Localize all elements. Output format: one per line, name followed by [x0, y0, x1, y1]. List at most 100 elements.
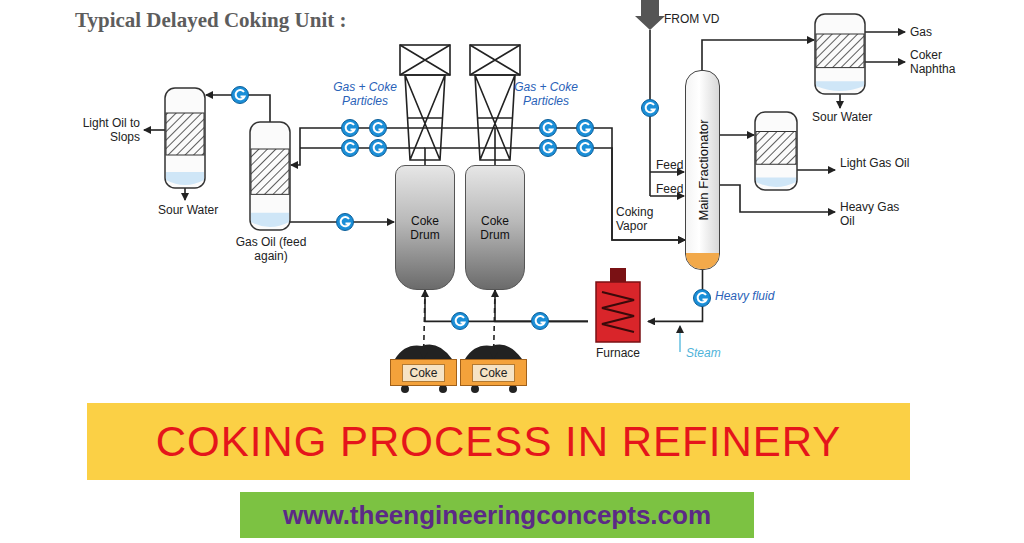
- separator-vessel: [250, 122, 290, 230]
- stream-label: Steam: [686, 346, 736, 360]
- packing-bed: [251, 149, 289, 194]
- stream-label: Light Oil to Slops: [62, 116, 140, 144]
- stream-label: Gas Oil (feed again): [226, 235, 316, 263]
- furnace-coil: [602, 292, 634, 332]
- overhead-line: [291, 128, 495, 165]
- node-text: COKING PROCESS IN REFINERY: [156, 418, 842, 466]
- icon-disc: [532, 313, 549, 330]
- coke-cart: Coke: [390, 359, 457, 386]
- stream-label: Feed: [656, 158, 686, 172]
- derrick: [400, 45, 450, 160]
- icon-disc: [540, 140, 557, 157]
- stream-label: Gas: [910, 25, 950, 39]
- icon-mark: [581, 143, 590, 152]
- pipe: [144, 129, 165, 131]
- g-icon: [337, 214, 354, 231]
- coke-drum: Coke Drum: [395, 165, 455, 290]
- stream-label: Gas + Coke Particles: [503, 80, 589, 108]
- furnace: Furnace: [588, 268, 648, 365]
- node-text: Coke: [402, 364, 444, 382]
- icon-disc: [370, 120, 387, 137]
- icon-mark: [341, 217, 350, 226]
- water-layer: [816, 81, 864, 91]
- node-text: Coke Drum: [400, 214, 450, 242]
- stream-label: Gas + Coke Particles: [322, 80, 408, 108]
- icon-mark: [544, 143, 553, 152]
- feed-arrow: [635, 0, 665, 30]
- icon-disc: [577, 120, 594, 137]
- pipe: [184, 188, 186, 200]
- g-icon: [577, 120, 594, 137]
- g-icon: [540, 120, 557, 137]
- furnace-body: [596, 282, 640, 342]
- water-layer: [166, 172, 204, 185]
- icon-disc: [342, 120, 359, 137]
- packing-bed: [816, 34, 864, 68]
- overhead-line: [300, 147, 425, 149]
- node-text: www.theengineeringconcepts.com: [283, 500, 711, 531]
- stream-label: Coker Naphtha: [910, 48, 980, 76]
- g-icon: [532, 313, 549, 330]
- wheel: [509, 385, 517, 393]
- pipe: [865, 61, 905, 63]
- edge-label: Heavy fluid: [715, 289, 795, 303]
- icon-disc: [540, 120, 557, 137]
- stream-label: Sour Water: [812, 110, 882, 124]
- pipe: [720, 134, 754, 136]
- g-icon: [642, 100, 659, 117]
- icon-disc: [694, 290, 711, 307]
- stream-label: Heavy Gas Oil: [840, 200, 910, 228]
- fractionator-column: Main Fractionator: [685, 70, 720, 270]
- icon-disc: [337, 214, 354, 231]
- g-icon: [540, 140, 557, 157]
- pipe: [865, 31, 905, 33]
- g-icon: [370, 120, 387, 137]
- steam-line: [679, 326, 681, 352]
- g-icon: [370, 140, 387, 157]
- separator-vessel: [165, 88, 205, 188]
- packing-bed: [756, 132, 796, 165]
- icon-disc: [452, 313, 469, 330]
- icon-disc: [370, 140, 387, 157]
- icon-mark: [581, 123, 590, 132]
- g-icon: [694, 290, 711, 307]
- icon-mark: [646, 103, 655, 112]
- node-text: Main Fractionator: [695, 119, 710, 220]
- icon-mark: [698, 293, 707, 302]
- icon-disc: [342, 140, 359, 157]
- icon-mark: [374, 123, 383, 132]
- icon-disc: [642, 100, 659, 117]
- pipe: [797, 169, 835, 171]
- pipe: [839, 94, 841, 108]
- title-banner: COKING PROCESS IN REFINERY: [87, 403, 910, 480]
- coke-drum: Coke Drum: [465, 165, 525, 290]
- g-icon: [452, 313, 469, 330]
- website-band: www.theengineeringconcepts.com: [240, 492, 754, 538]
- bottom-liquid: [686, 253, 719, 269]
- stream-label: Feed: [656, 182, 686, 196]
- g-icon: [577, 140, 594, 157]
- water-layer: [756, 178, 796, 187]
- packing-bed: [166, 113, 204, 155]
- stream-label: Sour Water: [158, 203, 228, 217]
- process-line: [425, 148, 685, 240]
- separator-vessel: [755, 112, 797, 190]
- wheel: [439, 385, 447, 393]
- g-icon: [342, 140, 359, 157]
- water-layer: [251, 213, 289, 227]
- node-text: Coke: [472, 364, 514, 382]
- icon-mark: [346, 143, 355, 152]
- icon-mark: [236, 90, 245, 99]
- furnace-stack: [610, 268, 626, 282]
- separator-vessel: [815, 14, 865, 94]
- process-line: [494, 290, 496, 359]
- coke-cart: Coke: [460, 359, 527, 386]
- wheel: [401, 385, 409, 393]
- process-line: [425, 290, 588, 321]
- overhead-line: [702, 40, 814, 70]
- g-icon: [232, 87, 249, 104]
- stream-label: FROM VD: [664, 12, 734, 26]
- diagram-title: Typical Delayed Coking Unit :: [75, 8, 346, 33]
- icon-mark: [536, 316, 545, 325]
- wheel: [471, 385, 479, 393]
